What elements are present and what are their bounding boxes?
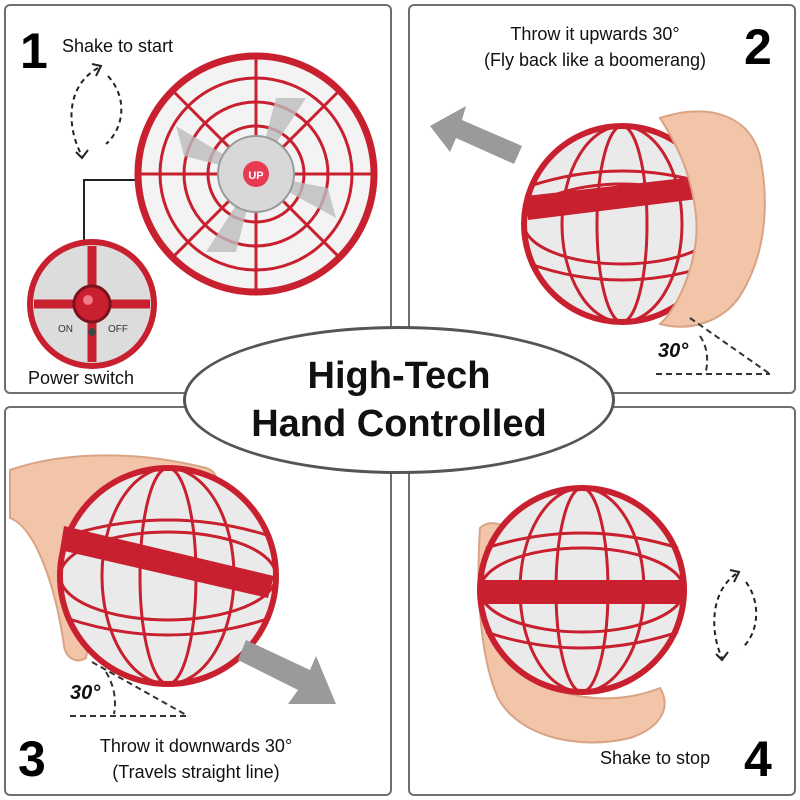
step-1-illustration: UP ON OFF (27, 52, 378, 369)
flying-ball-top-view: UP (134, 52, 378, 296)
flying-ball-side-view (521, 123, 723, 325)
switch-off-label: OFF (108, 324, 128, 335)
step-4-panel: Shake to stop 4 (408, 406, 796, 796)
step-2-number: 2 (744, 19, 772, 75)
power-switch-closeup: ON OFF (27, 239, 157, 369)
step-1-caption: Shake to start (62, 36, 174, 56)
callout-line (83, 179, 148, 254)
throw-arrow-icon (238, 640, 336, 704)
step-2-panel: Throw it upwards 30° (Fly back like a bo… (408, 4, 796, 394)
throw-arrow-icon (430, 106, 522, 164)
step-3-illustration (9, 454, 336, 717)
step-2-angle-label: 30° (658, 340, 689, 362)
step-4-illustration (477, 485, 758, 744)
step-4-caption: Shake to stop (600, 748, 711, 768)
step-2-illustration (430, 106, 771, 375)
headline-line-1: High-Tech (307, 355, 491, 397)
shake-arrows-icon (70, 67, 123, 157)
step-3-caption-line1: Throw it downwards 30° (99, 736, 293, 756)
shake-arrowheads-icon (75, 63, 103, 160)
step-3-number: 3 (18, 731, 46, 787)
angle-guide (70, 661, 189, 717)
step-3-angle-label: 30° (70, 682, 101, 704)
step-2-caption-line1: Throw it upwards 30° (510, 24, 680, 44)
switch-on-label: ON (58, 324, 73, 335)
headline-line-2: Hand Controlled (251, 403, 547, 445)
step-4-number: 4 (744, 731, 772, 787)
center-title-oval: High-Tech Hand Controlled (183, 326, 615, 474)
step-3-caption-line2: (Travels straight line) (112, 762, 280, 782)
angle-guide (656, 317, 771, 375)
shake-arrowheads-icon (715, 569, 741, 662)
flying-ball-side-view (57, 465, 279, 687)
step-2-caption-line2: (Fly back like a boomerang) (483, 50, 707, 70)
step-3-panel: 30° 3 Throw it downwards 30° (Travels st… (4, 406, 392, 796)
step-1-panel: 1 Shake to start (4, 4, 392, 394)
shake-arrows-icon (713, 573, 758, 659)
hand-image (657, 110, 766, 328)
flying-ball-side-view (477, 485, 687, 695)
up-button-label: UP (248, 170, 263, 182)
step-1-number: 1 (20, 23, 48, 79)
power-switch-label: Power switch (28, 368, 135, 388)
